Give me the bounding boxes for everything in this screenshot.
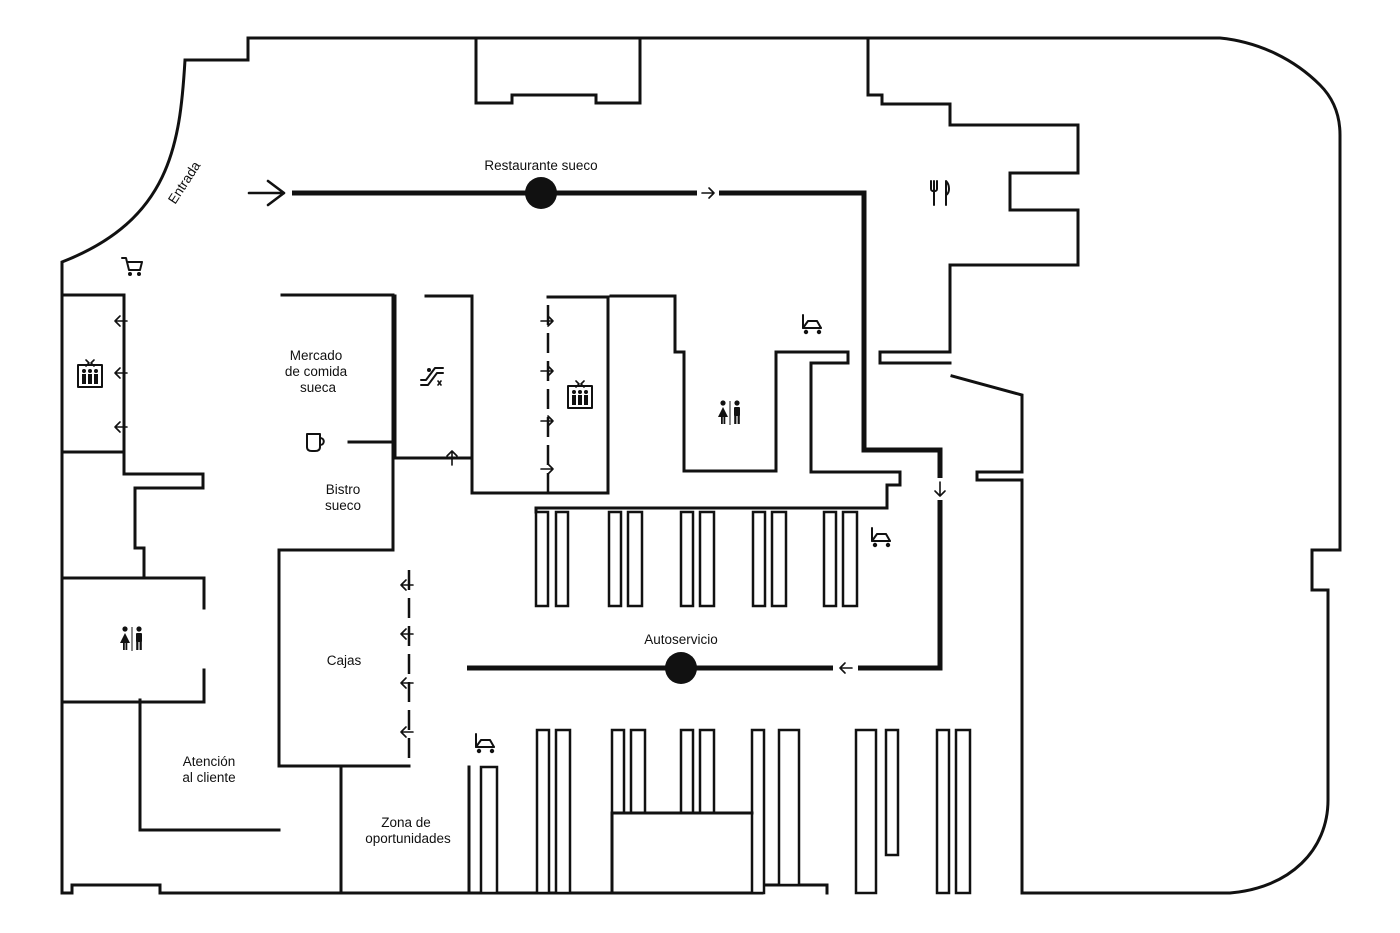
fork-knife-icon xyxy=(930,180,950,206)
escalator-icon xyxy=(420,367,444,386)
dashed-walkways xyxy=(114,305,554,766)
bargain-zone-label-line1: Zona de xyxy=(381,815,431,830)
checkout-label: Cajas xyxy=(327,653,362,668)
food-market-label-line3: sueca xyxy=(300,380,337,395)
walkway-arrow-icon xyxy=(400,579,414,591)
walkway-arrow-icon xyxy=(400,677,414,689)
elevator-core-wall xyxy=(546,295,610,495)
route-start-arrow-icon xyxy=(247,179,286,207)
walkway-arrow-icon xyxy=(400,628,414,640)
station-restaurant-marker[interactable] xyxy=(525,177,557,209)
station-restaurant-label: Restaurante sueco xyxy=(484,158,597,173)
customer-service-wall xyxy=(138,548,411,895)
bistro-label-line1: Bistro xyxy=(326,482,361,497)
walkway-arrow-icon xyxy=(540,463,554,475)
self-serve-racks-lower xyxy=(467,728,972,895)
customer-route xyxy=(247,177,946,684)
trolley-icon xyxy=(871,527,892,549)
building-outline xyxy=(60,36,1342,895)
station-self-serve-marker[interactable] xyxy=(665,652,697,684)
center-restroom-wall xyxy=(534,294,902,514)
trolley-icon xyxy=(475,733,496,755)
food-market-label-line2: de comida xyxy=(285,364,348,379)
customer-service-label-line1: Atención xyxy=(183,754,236,769)
restroom-icon xyxy=(120,626,142,651)
bargain-zone-label-line2: oportunidades xyxy=(365,831,451,846)
elevator-icon xyxy=(567,380,593,409)
route-arrow-icon xyxy=(701,187,715,199)
entrance-label: Entrada xyxy=(165,158,204,206)
shopping-cart-icon xyxy=(121,257,143,276)
restaurant-zone-wall xyxy=(866,36,1080,365)
elevator-icon xyxy=(77,359,103,388)
restroom-icon xyxy=(718,400,740,425)
top-room-notch xyxy=(474,36,642,105)
route-arrow-icon xyxy=(839,662,853,674)
food-market-wall xyxy=(280,293,550,552)
trolley-icon xyxy=(802,314,823,336)
customer-service-label-line2: al cliente xyxy=(182,770,235,785)
bistro-label-line2: sueco xyxy=(325,498,361,513)
route-arrow-icon xyxy=(934,481,946,497)
coffee-cup-icon xyxy=(306,433,325,452)
left-service-wall xyxy=(60,293,206,704)
station-self-serve-label: Autoservicio xyxy=(644,632,718,647)
self-serve-racks-upper xyxy=(534,510,859,608)
food-market-label-line1: Mercado xyxy=(290,348,343,363)
walkway-arrow-icon xyxy=(400,726,414,738)
